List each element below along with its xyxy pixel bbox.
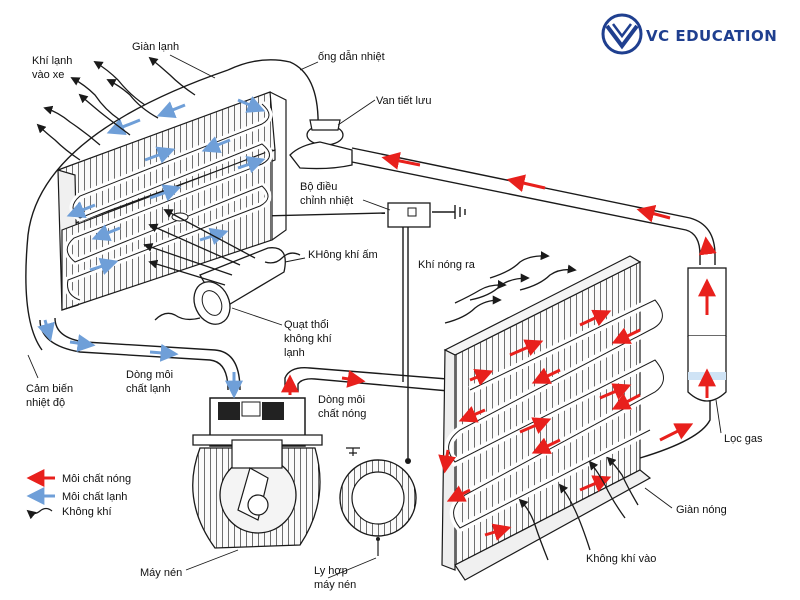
- legend-label-hot: Môi chất nóng: [62, 473, 131, 485]
- blower-fan: [193, 247, 286, 325]
- expansion-valve: [289, 119, 353, 170]
- condenser: [441, 255, 668, 581]
- sensor-tube: [25, 69, 229, 351]
- label-blower-line3: lạnh: [284, 347, 305, 359]
- vc-education-logo: [601, 13, 643, 55]
- compressor: [192, 397, 323, 549]
- label-cold-flow-line2: chất lạnh: [126, 383, 171, 395]
- label-condenser: Giàn nóng: [676, 504, 727, 516]
- leader-lines: [27, 54, 722, 579]
- label-clutch-line1: Ly hợp: [314, 565, 348, 577]
- filter-inlet-line: [639, 400, 711, 459]
- legend-label-cold: Môi chất lạnh: [62, 491, 127, 503]
- label-hot-flow-line1: Dòng môi: [318, 394, 365, 406]
- label-air-in: Không khí vào: [586, 553, 656, 565]
- label-thermostat-line2: chỉnh nhiệt: [300, 195, 353, 207]
- label-warm-air: KHông khí ấm: [308, 249, 378, 261]
- air-flow-arrows: [36, 56, 639, 561]
- hot-flow-arrows: [281, 151, 717, 541]
- legend: Môi chất nóng Môi chất lạnh Không khí: [26, 469, 131, 520]
- label-compressor: Máy nén: [140, 567, 182, 579]
- label-clutch-line2: máy nén: [314, 579, 356, 591]
- label-cold-flow-line1: Dòng môi: [126, 369, 173, 381]
- discharge-line-top: [284, 367, 461, 392]
- label-cold-air-in-car-line1: Khí lạnh: [32, 55, 72, 67]
- heat-pipe-line: [227, 59, 319, 131]
- brand-block: VC EDUCATION: [601, 13, 777, 55]
- discharge-line-bottom: [297, 378, 461, 393]
- brand-name: VC EDUCATION: [646, 27, 777, 45]
- label-cold-air-in-car-line2: vào xe: [32, 69, 64, 81]
- compressor-clutch: [339, 447, 417, 556]
- labels: Khí lạnh vào xe Giàn lạnh ống dẫn nhiệt …: [26, 41, 763, 591]
- label-thermostat-line1: Bộ điều: [300, 181, 337, 193]
- suction-line-inner: [54, 317, 241, 391]
- label-gas-filter: Lọc gas: [724, 433, 763, 445]
- ground-symbol: [432, 205, 466, 219]
- thermostat: [171, 202, 431, 228]
- legend-item-cold: Môi chất lạnh: [26, 487, 127, 505]
- label-evaporator: Giàn lạnh: [132, 41, 179, 53]
- label-heat-pipe: ống dẫn nhiệt: [318, 50, 385, 63]
- label-hot-flow-line2: chất nóng: [318, 408, 366, 420]
- label-temp-sensor-line1: Cảm biến: [26, 383, 73, 395]
- label-temp-sensor-line2: nhiệt độ: [26, 397, 65, 409]
- legend-item-air: Không khí: [26, 506, 112, 520]
- label-hot-air-out: Khí nóng ra: [418, 259, 476, 271]
- label-blower-line2: không khí: [284, 333, 332, 345]
- label-blower-line1: Quạt thổi: [284, 319, 329, 331]
- legend-label-air: Không khí: [62, 506, 112, 518]
- label-expansion-valve: Van tiết lưu: [376, 95, 431, 107]
- legend-item-hot: Môi chất nóng: [26, 469, 131, 487]
